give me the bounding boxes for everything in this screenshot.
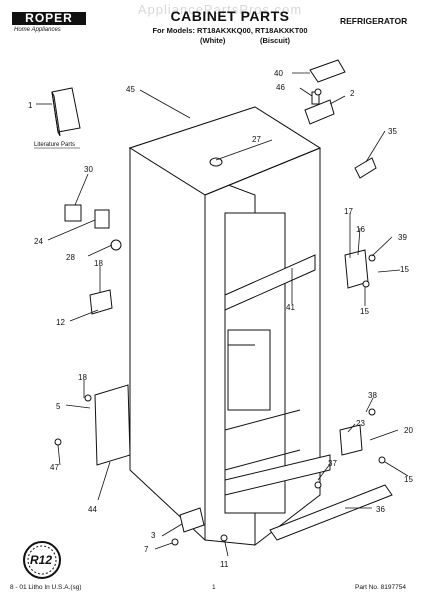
bracket-icon: [354, 157, 377, 179]
bottom-hinge-icon: [339, 424, 363, 456]
base-grille-icon: [269, 484, 393, 541]
callout-7: 7: [144, 545, 149, 554]
callout-20: 20: [404, 426, 413, 435]
callout-3: 3: [151, 531, 156, 540]
callout-24: 24: [34, 237, 43, 246]
callout-46: 46: [276, 83, 285, 92]
footer-print-info: 8 - 01 Litho In U.S.A.(sg): [10, 584, 82, 591]
category-label: REFRIGERATOR: [340, 16, 408, 26]
lower-hinge-icon: [179, 507, 205, 533]
callout-16: 16: [356, 225, 365, 234]
top-hinge-icon: [304, 91, 335, 125]
callout-18b: 18: [78, 373, 87, 382]
callout-18a: 18: [94, 259, 103, 268]
callout-47: 47: [50, 463, 59, 472]
callout-38: 38: [368, 391, 377, 400]
side-bracket-icon: [89, 289, 113, 315]
callout-41: 41: [286, 303, 295, 312]
page-title: CABINET PARTS: [170, 8, 290, 24]
middle-hinge-icon: [344, 249, 376, 289]
variant-biscuit: (Biscuit): [260, 36, 290, 45]
callout-5: 5: [56, 402, 61, 411]
callout-11: 11: [220, 560, 229, 569]
brand-tagline: Home Appliances: [14, 27, 61, 33]
footer-part-number: Part No. 8197754: [355, 584, 406, 591]
models-line: For Models: RT18AKXKQ00, RT18AKXKT00: [152, 26, 308, 35]
callout-35: 35: [388, 127, 397, 136]
callout-27: 27: [252, 135, 261, 144]
callout-1: 1: [28, 101, 33, 110]
callout-44: 44: [88, 505, 97, 514]
footer-page-number: 1: [212, 584, 216, 591]
callout-30: 30: [84, 165, 93, 174]
callout-15b: 15: [360, 307, 369, 316]
plug-icon: [209, 157, 223, 167]
cabinet-body: [128, 106, 331, 547]
latch-parts-icon: [64, 204, 122, 251]
r12-badge: [23, 541, 61, 579]
callout-45: 45: [126, 85, 135, 94]
literature-parts-label: Literature Parts: [34, 142, 75, 148]
hinge-cover-icon: [309, 59, 346, 83]
callout-40: 40: [274, 69, 283, 78]
watermark: AppliancePartsPros.com: [137, 2, 303, 17]
callout-15a: 15: [400, 265, 409, 274]
callout-17: 17: [344, 207, 353, 216]
kickplate-bracket-icon: [94, 384, 131, 466]
callout-12: 12: [56, 318, 65, 327]
callout-36: 36: [376, 505, 385, 514]
variant-white: (White): [200, 36, 226, 45]
callout-39: 39: [398, 233, 407, 242]
callout-37: 37: [328, 459, 337, 468]
callout-15c: 15: [404, 475, 413, 484]
brand-logo: ROPER: [12, 12, 86, 25]
literature-book-icon: [51, 87, 81, 137]
callout-2: 2: [350, 89, 355, 98]
callout-23: 23: [356, 419, 365, 428]
screws-icon: [54, 88, 386, 546]
r12-badge-text: R12: [30, 553, 52, 567]
callout-28: 28: [66, 253, 75, 262]
